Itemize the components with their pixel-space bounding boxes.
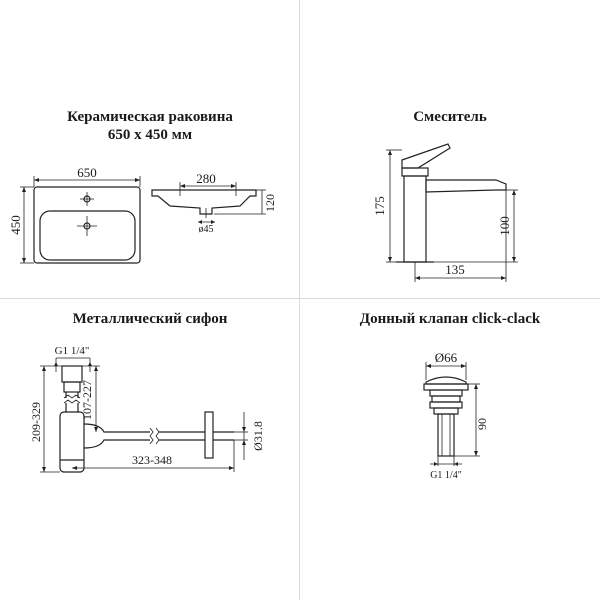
sink-top-outline	[33, 186, 141, 264]
mixer-lever-outline	[401, 143, 451, 169]
mixer-cap-outline	[401, 167, 429, 177]
valve-thread-label: G1 1/4"	[430, 470, 462, 481]
valve-height-label: 90	[475, 418, 489, 430]
sink-title-line1: Керамическая раковина	[67, 109, 233, 125]
vertical-divider	[299, 0, 300, 600]
siphon-wall-flange	[204, 411, 214, 459]
sink-section-outline	[151, 189, 257, 215]
mixer-body-outline	[403, 175, 427, 263]
mixer-spout-height-label: 100	[497, 216, 512, 236]
valve-ring-1	[429, 389, 463, 397]
sink-panel: Керамическая раковина 650 х 450 мм 650 4…	[0, 0, 300, 300]
mixer-spout-outline	[425, 179, 507, 193]
sink-side-height-label: 120	[263, 194, 277, 212]
mixer-reach-label: 135	[445, 262, 465, 277]
siphon-bottle	[59, 411, 85, 473]
siphon-title: Металлический сифон	[72, 311, 228, 327]
sink-width-label: 650	[77, 165, 97, 180]
valve-title: Донный клапан click-clack	[359, 311, 541, 327]
sink-bowl-outline	[39, 210, 136, 261]
valve-drawing: Ø66 90 G1 1/4"	[423, 350, 489, 481]
sink-drawing: 650 450 280 120 ø45	[8, 165, 277, 264]
mixer-title: Смеситель	[413, 109, 487, 125]
siphon-drawing: G1 1/4" 209-329	[29, 345, 265, 473]
sink-title-line2: 650 х 450 мм	[107, 127, 193, 143]
siphon-length-label: 323-348	[132, 453, 172, 467]
valve-ring-3	[429, 401, 463, 409]
siphon-total-height-label: 209-329	[29, 402, 43, 442]
siphon-outlet-elbow	[83, 423, 150, 449]
valve-flange	[423, 383, 469, 391]
mixer-panel: Смеситель 175 100 135	[300, 0, 600, 300]
sink-title: Керамическая раковина 650 х 450 мм	[0, 108, 300, 144]
valve-ring-4	[433, 407, 459, 415]
siphon-thread-label: G1 1/4"	[55, 345, 90, 357]
mixer-drawing: 175 100 135	[372, 143, 518, 282]
valve-ring-2	[431, 395, 461, 403]
sink-depth-label: 280	[196, 171, 216, 186]
valve-panel: Донный клапан click-clack Ø66 90 G1	[300, 300, 600, 600]
sink-height-label: 450	[8, 215, 23, 235]
valve-diameter-label: Ø66	[435, 350, 458, 365]
siphon-inlet-nut	[61, 365, 83, 383]
siphon-inlet-collar	[63, 381, 81, 393]
sink-drain-label: ø45	[199, 224, 214, 235]
siphon-outlet-diameter-label: Ø31.8	[251, 421, 265, 451]
mixer-height-label: 175	[372, 196, 387, 216]
valve-stem	[437, 413, 455, 457]
siphon-panel: Металлический сифон G1 1/4"	[0, 300, 300, 600]
valve-cap	[425, 376, 467, 385]
horizontal-divider	[0, 298, 600, 299]
siphon-upper-height-label: 107-227	[80, 380, 94, 420]
